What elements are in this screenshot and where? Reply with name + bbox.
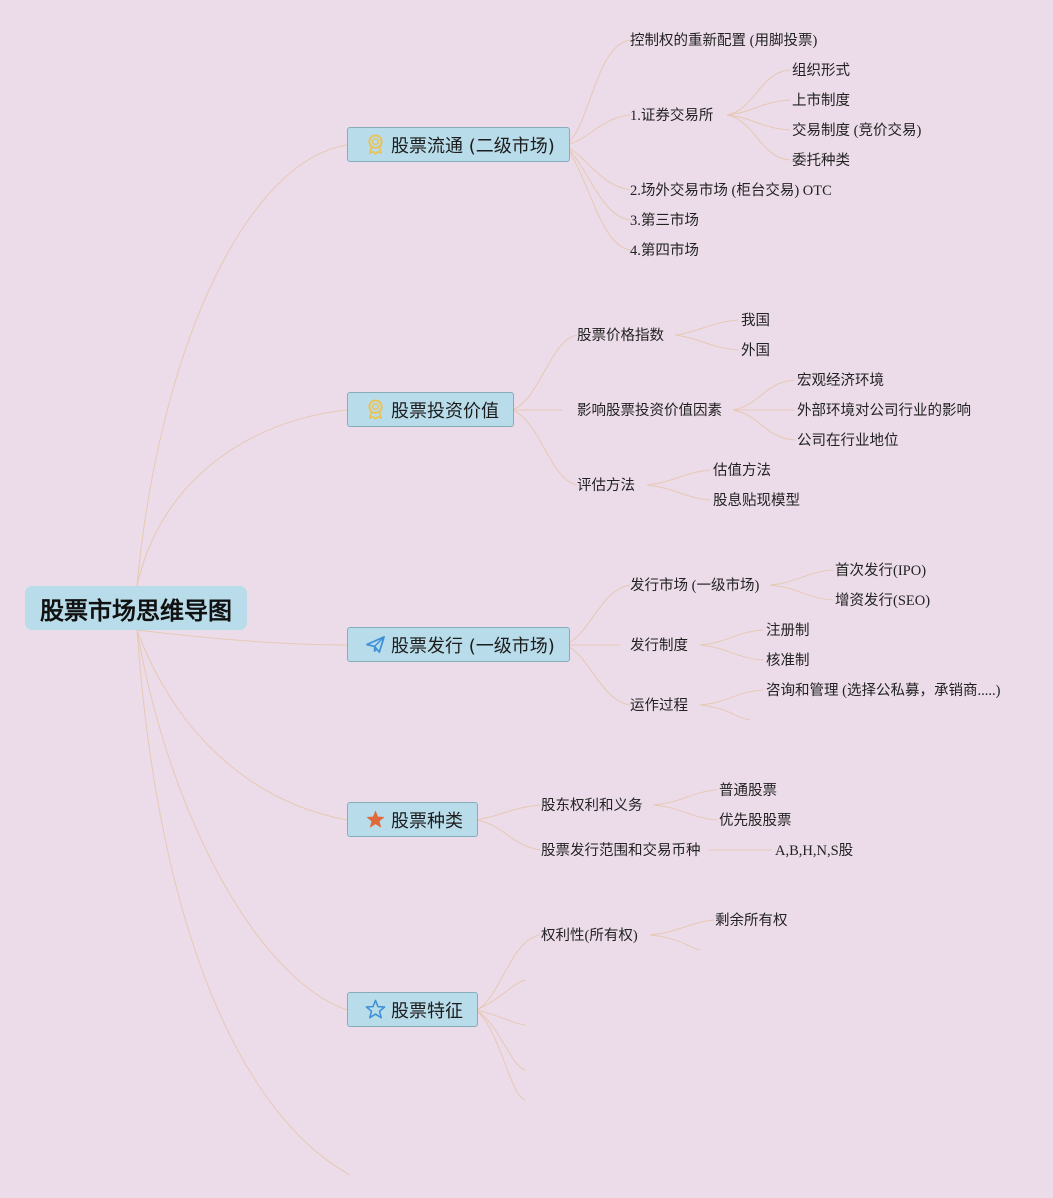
- leaf-macro-environment[interactable]: 宏观经济环境: [797, 373, 884, 389]
- paper-plane-icon: [365, 634, 386, 655]
- node-fourth-market[interactable]: 4.第四市场: [630, 243, 699, 259]
- leaf-external-environment[interactable]: 外部环境对公司行业的影响: [797, 403, 971, 419]
- leaf-residual-ownership[interactable]: 剩余所有权: [715, 913, 788, 929]
- leaf-common-stock[interactable]: 普通股票: [719, 783, 777, 799]
- node-ownership-rights[interactable]: 权利性(所有权): [541, 928, 638, 944]
- node-stock-exchange[interactable]: 1.证券交易所: [630, 108, 714, 124]
- star-outline-icon: [365, 999, 386, 1020]
- branch-label: 股票特征: [391, 1000, 463, 1022]
- leaf-share-classes[interactable]: A,B,H,N,S股: [775, 843, 854, 859]
- node-price-index[interactable]: 股票价格指数: [577, 328, 664, 344]
- branch-stock-issuance[interactable]: 股票发行 (一级市场): [347, 627, 570, 662]
- branch-investment-value[interactable]: 股票投资价值: [347, 392, 514, 427]
- leaf-valuation[interactable]: 估值方法: [713, 463, 771, 479]
- leaf-ipo[interactable]: 首次发行(IPO): [835, 563, 927, 579]
- node-value-factors[interactable]: 影响股票投资价值因素: [577, 403, 722, 419]
- award-ribbon-icon: [365, 399, 386, 420]
- leaf-organization-form[interactable]: 组织形式: [792, 63, 850, 79]
- star-filled-icon: [365, 809, 386, 830]
- node-shareholder-rights[interactable]: 股东权利和义务: [541, 798, 643, 814]
- branch-label: 股票种类: [391, 810, 463, 832]
- leaf-industry-position[interactable]: 公司在行业地位: [797, 433, 899, 449]
- node-operation-process[interactable]: 运作过程: [630, 698, 688, 714]
- leaf-trading-system[interactable]: 交易制度 (竞价交易): [792, 123, 922, 139]
- leaf-dividend-discount-model[interactable]: 股息贴现模型: [713, 493, 800, 509]
- leaf-registration[interactable]: 注册制: [766, 623, 810, 639]
- branch-stock-types[interactable]: 股票种类: [347, 802, 478, 837]
- node-primary-market[interactable]: 发行市场 (一级市场): [630, 578, 760, 594]
- node-valuation-methods[interactable]: 评估方法: [577, 478, 635, 494]
- branch-label: 股票投资价值: [391, 400, 499, 422]
- leaf-listing-system[interactable]: 上市制度: [792, 93, 850, 109]
- award-ribbon-icon: [365, 134, 386, 155]
- root-node[interactable]: 股票市场思维导图: [25, 586, 247, 630]
- leaf-preferred-stock[interactable]: 优先股股票: [719, 813, 792, 829]
- node-issuance-system[interactable]: 发行制度: [630, 638, 688, 654]
- branch-stock-circulation[interactable]: 股票流通 (二级市场): [347, 127, 570, 162]
- leaf-seo[interactable]: 增资发行(SEO): [835, 593, 931, 609]
- leaf-domestic[interactable]: 我国: [741, 313, 770, 329]
- leaf-foreign[interactable]: 外国: [741, 343, 770, 359]
- branch-label: 股票发行 (一级市场): [391, 635, 555, 657]
- branch-label: 股票流通 (二级市场): [391, 135, 555, 157]
- branch-stock-features[interactable]: 股票特征: [347, 992, 478, 1027]
- node-third-market[interactable]: 3.第三市场: [630, 213, 699, 229]
- leaf-consulting-management[interactable]: 咨询和管理 (选择公私募，承销商.....): [766, 683, 1001, 699]
- node-otc-market[interactable]: 2.场外交易市场 (柜台交易) OTC: [630, 183, 832, 199]
- node-issuance-scope[interactable]: 股票发行范围和交易币种: [541, 843, 701, 859]
- leaf-order-types[interactable]: 委托种类: [792, 153, 850, 169]
- leaf-approval[interactable]: 核准制: [766, 653, 810, 669]
- node-control-reallocation[interactable]: 控制权的重新配置 (用脚投票): [630, 33, 818, 49]
